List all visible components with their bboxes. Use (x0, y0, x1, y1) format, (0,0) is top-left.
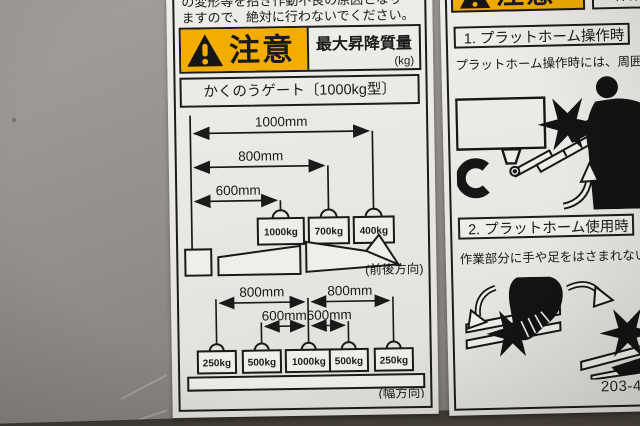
platform-side-view (184, 232, 402, 277)
front-rear-load-diagram: 1000mm 800mm 600mm 1000kg 700kg 400kg (184, 114, 424, 277)
caution-yellow-panel: 注意 (450, 0, 586, 13)
weight-500kg-l: 500kg (248, 357, 277, 368)
max-lift-panel: 最大昇降質量 (kg) (306, 26, 420, 70)
foot-silhouette (611, 347, 640, 376)
dimension-lines (189, 115, 375, 250)
pinch-hazard-pictogram (465, 276, 640, 381)
work-corner-text: 作業 (614, 0, 640, 5)
work-corner-box: 作業 (591, 0, 640, 10)
impact-star-icon (537, 97, 598, 151)
weight-700kg: 700kg (315, 226, 344, 237)
person-icon (565, 76, 640, 210)
section-1-title: 1. プラットホーム操作時 (453, 22, 630, 49)
curved-arrow-right-icon (566, 281, 615, 309)
wheel-icon (455, 158, 490, 199)
label-content: 注意 作業 1. プラットホーム操作時 プラットホーム操作時には、周囲の (450, 0, 640, 407)
warning-triangle-icon (187, 34, 224, 67)
width-load-diagram: 800mm 800mm 600mm 600mm 250kg 500kg 1000… (187, 283, 426, 401)
dim-1000mm: 1000mm (255, 114, 308, 130)
caption-front-rear: (前後方向) (365, 261, 424, 277)
dim-800mm: 800mm (238, 148, 283, 164)
impact-star-icon (599, 308, 640, 358)
caution-header: 注意 作業 (450, 0, 640, 13)
section-1-body: プラットホーム操作時には、周囲の (455, 54, 640, 73)
caption-width: (幅方向) (378, 385, 424, 401)
section-2-title: 2. プラットホーム使用時 (457, 213, 635, 240)
caution-word: 注意 (495, 0, 556, 10)
caution-label-right: 注意 作業 1. プラットホーム操作時 プラットホーム操作時には、周囲の (439, 0, 640, 416)
hand-icon (508, 276, 563, 341)
gate-model-title: かくのうゲート〔1000kg型〕 (179, 74, 420, 108)
part-number: 203-4 (600, 377, 640, 396)
dim-600mm-right: 600mm (307, 307, 352, 323)
dimension-lines (215, 294, 395, 346)
weight-1000kg: 1000kg (264, 227, 298, 239)
label-content: の変形等を招き作動不良の原因となり ますので、絶対に行わないでください。 注意 … (178, 0, 427, 402)
platform-top-view (187, 372, 426, 392)
truck-outline (454, 96, 547, 165)
impact-star-icon (486, 310, 539, 357)
max-lift-label: 最大昇降質量 (315, 35, 413, 54)
caution-label-left: の変形等を招き作動不良の原因となり ますので、絶対に行わないでください。 注意 … (166, 0, 439, 418)
dim-800mm-left: 800mm (239, 284, 284, 300)
dim-600mm-left: 600mm (262, 308, 307, 324)
max-lift-unit: (kg) (394, 55, 415, 68)
caution-header: 注意 最大昇降質量 (kg) (178, 24, 422, 74)
scratch-mark (120, 373, 168, 401)
curved-arrow-left-icon (467, 284, 497, 330)
intro-line-2: ますので、絶対に行わないでください。 (181, 6, 415, 26)
intro-text: の変形等を招き作動不良の原因となり ますので、絶対に行わないでください。 (181, 0, 415, 26)
platform-strike-pictogram (454, 76, 640, 210)
section-2-body: 作業部分に手や足をはさまれない (459, 248, 640, 267)
dim-600mm: 600mm (216, 183, 261, 199)
dim-800mm-right: 800mm (327, 283, 372, 299)
weight-400kg: 400kg (360, 226, 389, 237)
warning-triangle-icon (459, 0, 491, 9)
caution-yellow-panel: 注意 (180, 27, 308, 72)
dirt-spot (12, 118, 16, 122)
weight-250kg-l: 250kg (203, 358, 232, 369)
caution-word: 注意 (228, 31, 296, 68)
curved-arrow-up-icon (562, 160, 600, 210)
weight-blocks (196, 340, 415, 375)
weight-250kg-r: 250kg (380, 355, 409, 366)
weight-1000kg-c: 1000kg (292, 357, 326, 369)
weight-500kg-r: 500kg (335, 356, 364, 367)
